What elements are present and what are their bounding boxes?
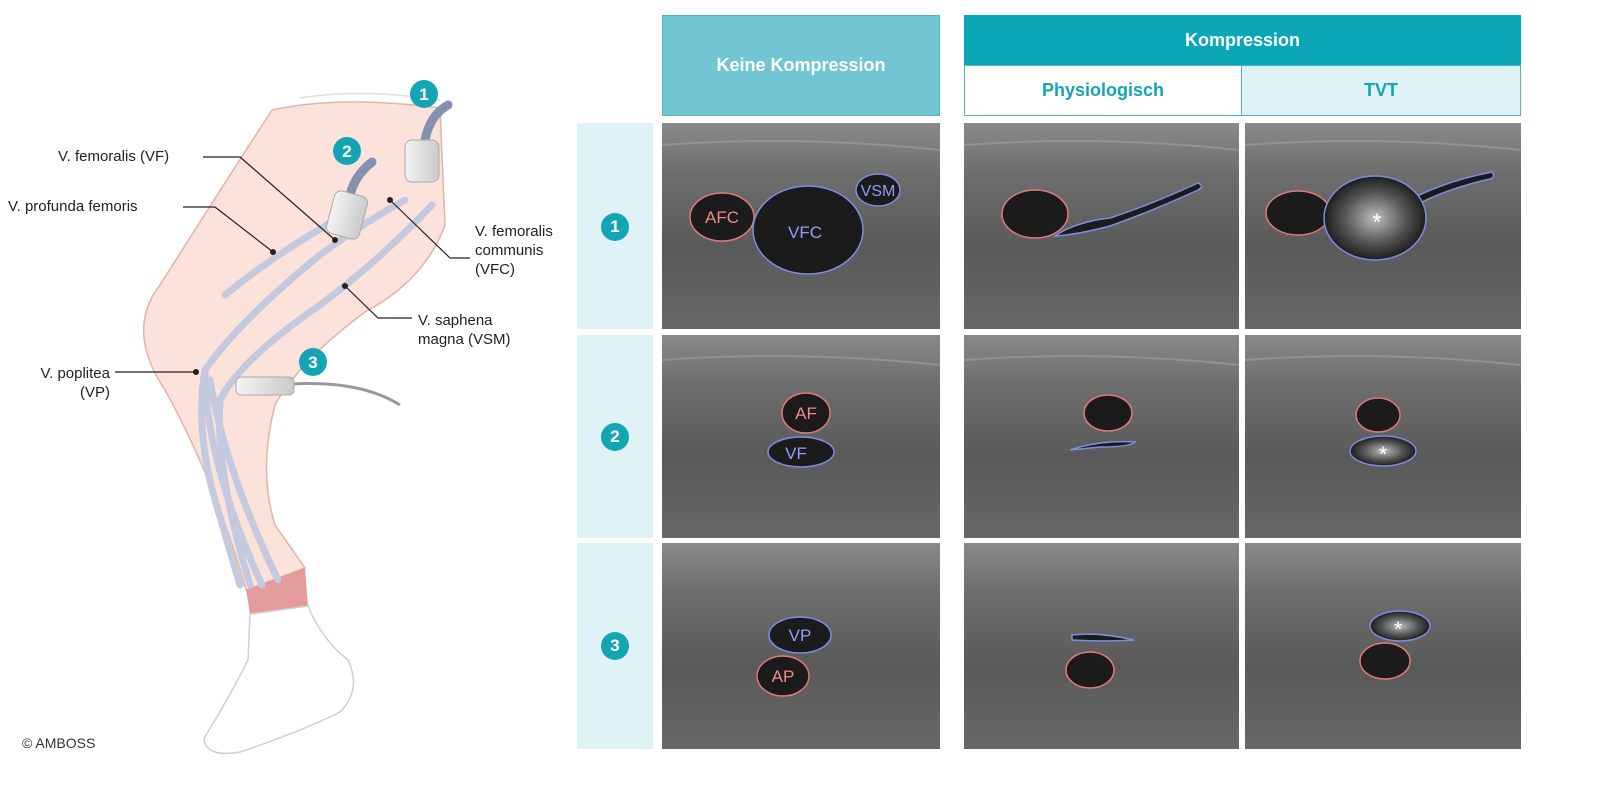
svg-text:*: * (1372, 209, 1381, 236)
label-v-femoralis: V. femoralis (VF) (58, 148, 170, 165)
probe-1 (404, 100, 453, 183)
vein-vfc (752, 185, 864, 275)
svg-text:VP: VP (789, 626, 812, 645)
row-badge: 1 (601, 213, 629, 241)
sock (203, 605, 355, 755)
row-badge: 3 (601, 632, 629, 660)
probe-3 (235, 376, 401, 407)
svg-text:VSM: VSM (861, 183, 896, 200)
svg-text:*: * (1394, 617, 1403, 642)
copyright: © AMBOSS (22, 735, 96, 751)
label-line: communis (475, 242, 544, 259)
label-v-profunda-femoris: V. profunda femoris (8, 198, 138, 215)
leader-lines (115, 156, 470, 373)
artery-afc (689, 192, 755, 242)
svg-text:2: 2 (342, 142, 351, 161)
vein-vf (767, 436, 835, 468)
svg-text:VFC: VFC (788, 223, 822, 242)
probe-2 (325, 157, 377, 240)
label-line: V. poplitea (40, 365, 110, 382)
header-dvt: TVT (1242, 65, 1521, 116)
vein-vfc-thrombosed (1323, 175, 1427, 261)
row-label-3: 3 (577, 543, 653, 749)
svg-text:3: 3 (308, 353, 317, 372)
vein-vfc-compressed (1052, 182, 1203, 237)
svg-text:*: * (1379, 442, 1388, 467)
vein-vf-thrombosed (1349, 435, 1417, 467)
sock-band (246, 568, 308, 614)
vein-vsm (1413, 171, 1495, 204)
header-physiological: Physiologisch (964, 65, 1242, 116)
vein-vp (768, 616, 832, 654)
artery-ap (1359, 642, 1411, 680)
vein-vp-thrombosed (1369, 610, 1431, 642)
svg-text:1: 1 (419, 85, 428, 104)
probe-badge-1: 1 (410, 80, 438, 108)
artery-af (1083, 394, 1133, 432)
row-label-2: 2 (577, 335, 653, 538)
svg-text:AP: AP (772, 667, 795, 686)
label-v-poplitea: V. poplitea (VP) (14, 364, 110, 402)
row-badge: 2 (601, 423, 629, 451)
label-v-femoralis-communis: V. femoralis communis (VFC) (475, 222, 553, 279)
veins (198, 196, 436, 589)
us-row3-physiological (964, 543, 1239, 749)
label-line: V. saphena (418, 312, 493, 329)
ultrasound-grid: AFC VFC VSM * AF VF * VP AP * (661, 123, 1522, 749)
header-compression: Kompression (964, 15, 1521, 65)
svg-text:AFC: AFC (705, 208, 739, 227)
artery-afc (1001, 189, 1069, 239)
artery-ap (756, 655, 810, 697)
us-row2-physiological (964, 335, 1239, 538)
artery-af (781, 392, 831, 434)
label-line: V. femoralis (475, 223, 553, 240)
leg-skin (143, 101, 446, 591)
label-v-saphena-magna: V. saphena magna (VSM) (418, 311, 511, 349)
vein-vsm (855, 173, 901, 207)
label-line: (VFC) (475, 261, 515, 278)
vein-vf-compressed (1069, 440, 1137, 451)
svg-text:VF: VF (785, 444, 807, 463)
label-line: magna (VSM) (418, 331, 511, 348)
vein-vp-compressed (1071, 633, 1135, 642)
artery-af (1355, 397, 1401, 433)
svg-text:AF: AF (795, 404, 817, 423)
label-line: (VP) (80, 384, 110, 401)
artery-ap (1065, 651, 1115, 689)
artery-afc (1265, 190, 1331, 236)
probe-badge-2: 2 (333, 137, 361, 165)
probe-badge-3: 3 (299, 348, 327, 376)
leg-illustration: 1 2 3 (115, 80, 470, 755)
header-no-compression: Keine Kompression (662, 15, 940, 116)
row-label-1: 1 (577, 123, 653, 329)
